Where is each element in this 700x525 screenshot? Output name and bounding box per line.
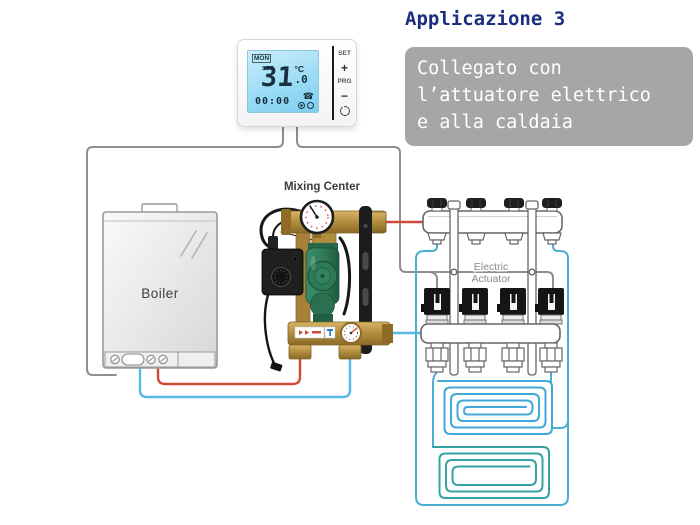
set-indicator: SET bbox=[262, 66, 275, 72]
prg-button[interactable]: PRG bbox=[337, 78, 352, 85]
note-box: Collegato con l’attuatore elettrico e al… bbox=[405, 47, 693, 146]
temperature-decimal: .0 bbox=[294, 73, 308, 86]
note-line: e alla caldaia bbox=[417, 112, 573, 133]
thermostat-divider bbox=[332, 46, 334, 120]
thermostat: MON SET 31 °C .0 00:00 ☎ SET + PRG − bbox=[237, 39, 357, 127]
manifold-outlets bbox=[427, 232, 562, 245]
plus-button[interactable]: + bbox=[340, 60, 348, 75]
boiler: Boiler bbox=[102, 203, 218, 369]
note-line: l’attuatore elettrico bbox=[417, 85, 651, 106]
return-drop-left bbox=[432, 371, 438, 448]
boiler-body bbox=[102, 211, 218, 369]
pipe-hot-boiler-to-mixer bbox=[156, 346, 302, 386]
union-neck bbox=[294, 342, 306, 346]
boiler-shine bbox=[180, 230, 208, 259]
thermostat-wires bbox=[86, 124, 554, 376]
page-title: Applicazione 3 bbox=[405, 8, 566, 30]
set-button[interactable]: SET bbox=[338, 50, 351, 57]
supply-ring-pipe bbox=[415, 240, 569, 506]
phone-icon: ☎ bbox=[302, 91, 314, 101]
manifold-valve-caps bbox=[427, 198, 562, 212]
supply-bar-end bbox=[281, 209, 291, 235]
pipe-cold-mixer-to-boiler bbox=[138, 346, 352, 399]
status-icons bbox=[298, 102, 314, 109]
return-bar-end bbox=[382, 324, 393, 343]
svg-text:Actuator: Actuator bbox=[471, 273, 511, 285]
mixing-center: Mixing Center bbox=[259, 181, 393, 372]
floor-coil-lower bbox=[432, 446, 550, 499]
electric-actuator-label: Electric Actuator bbox=[470, 260, 513, 287]
union-nut bbox=[338, 344, 362, 360]
clock-display: 00:00 bbox=[255, 96, 291, 107]
circulation-pump bbox=[305, 243, 340, 323]
note-line: Collegato con bbox=[417, 58, 562, 79]
power-button[interactable] bbox=[339, 104, 350, 116]
return-manifold-bar bbox=[420, 323, 561, 344]
pressure-gauge bbox=[299, 199, 335, 238]
temperature-unit: °C bbox=[294, 64, 305, 74]
wire-branch-actuator1 bbox=[429, 271, 438, 290]
thermostat-lcd: MON SET 31 °C .0 00:00 ☎ bbox=[247, 50, 319, 113]
day-indicator: MON bbox=[252, 54, 272, 63]
thermostat-buttons: SET + PRG − bbox=[335, 50, 354, 116]
mixing-bracket bbox=[359, 206, 372, 354]
pump-control-box bbox=[261, 248, 304, 296]
wire-to-boiler bbox=[86, 124, 284, 376]
supply-manifold bbox=[422, 198, 563, 245]
ring-link-coil1 bbox=[551, 419, 569, 429]
mixer-label-plate bbox=[294, 326, 336, 339]
temperature-display: 31 °C .0 bbox=[259, 62, 308, 93]
return-unions bbox=[425, 342, 563, 373]
supply-port bbox=[369, 211, 387, 233]
return-manifold bbox=[420, 288, 564, 373]
electric-actuators bbox=[421, 288, 564, 325]
thermometer-gauge bbox=[340, 322, 362, 344]
clock-icon bbox=[307, 102, 314, 109]
mixing-center-label: Mixing Center bbox=[284, 181, 361, 193]
hose-connector bbox=[270, 361, 283, 372]
svg-text:Electric: Electric bbox=[474, 261, 508, 273]
union-nut bbox=[288, 344, 312, 360]
floor-coil-upper bbox=[437, 380, 553, 435]
panel-display bbox=[121, 353, 145, 366]
temperature-value: 31 bbox=[259, 62, 295, 93]
supply-manifold-bar bbox=[422, 210, 563, 234]
minus-button[interactable]: − bbox=[340, 88, 348, 103]
wire-to-actuators bbox=[296, 124, 554, 290]
cable-gland bbox=[268, 236, 278, 250]
union-neck bbox=[344, 342, 356, 346]
boiler-label: Boiler bbox=[141, 286, 179, 301]
eye-icon bbox=[298, 102, 305, 109]
